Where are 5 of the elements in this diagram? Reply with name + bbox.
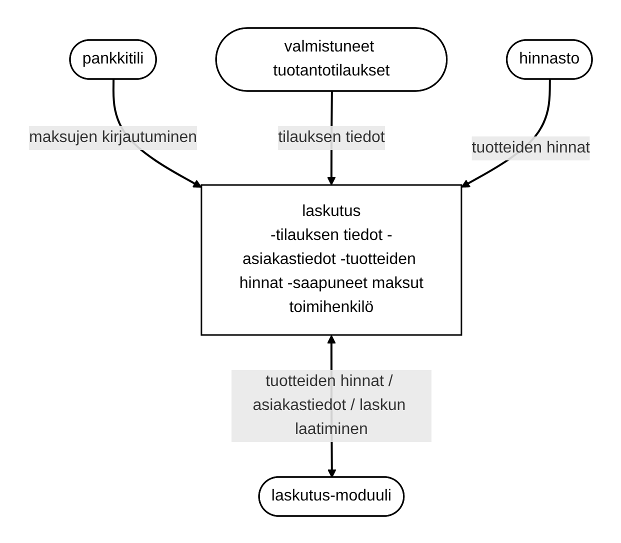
edge-label: tuotteiden hinnat <box>472 138 590 156</box>
node-box: laskutus -tilauksen tiedot -asiakastiedot -tuotteiden hinnat -saapuneet maksut toimihenkilö <box>200 184 462 336</box>
edge-label: tilauksen tiedot <box>278 128 385 146</box>
edge-label: tuotteiden hinnat / asiakastiedot / laskun laatiminen <box>252 372 406 438</box>
edge-label: maksujen kirjautuminen <box>28 128 198 146</box>
